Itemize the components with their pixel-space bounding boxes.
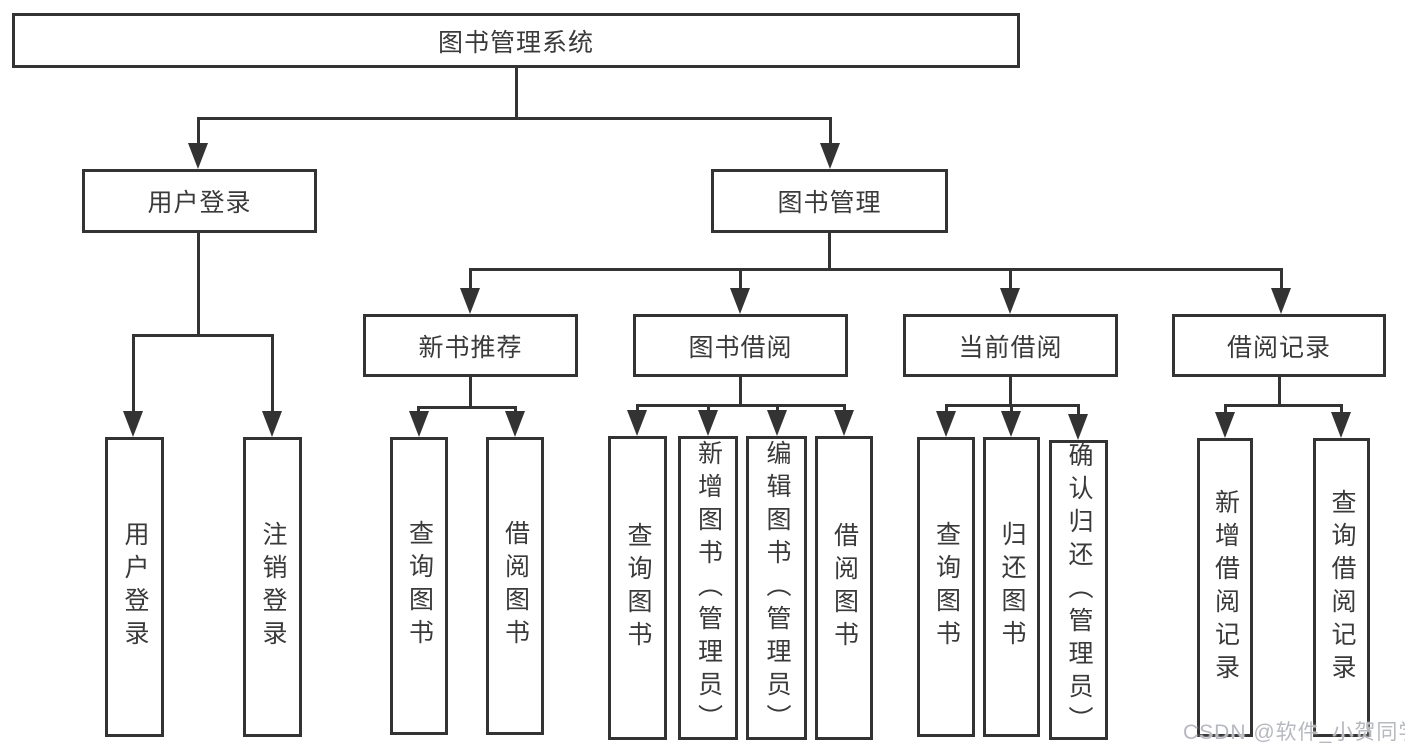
arrow-down-icon xyxy=(820,143,840,169)
connector-line xyxy=(271,334,274,414)
leaf-query-books-recommend: 查询图书 xyxy=(390,437,448,735)
leaf-borrow-books-recommend: 借阅图书 xyxy=(486,437,544,735)
node-label: 图书管理 xyxy=(777,189,882,217)
node-label: 用户登录 xyxy=(121,521,149,653)
arrow-down-icon xyxy=(460,288,480,314)
node-label: 当前借阅 xyxy=(958,333,1063,362)
node-label: 注销登录 xyxy=(259,521,287,653)
arrow-down-icon xyxy=(1215,412,1235,438)
node-label: 查询图书 xyxy=(932,521,961,653)
connector-line xyxy=(945,404,948,414)
node-label: 用户登录 xyxy=(147,189,252,217)
connector-line xyxy=(776,404,779,413)
connector-line xyxy=(1278,377,1281,406)
connector-line xyxy=(707,404,710,413)
leaf-borrow-books: 借阅图书 xyxy=(815,436,873,740)
connector-line xyxy=(1280,268,1283,291)
arrow-down-icon xyxy=(1000,288,1020,314)
connector-line xyxy=(1009,377,1012,406)
connector-line xyxy=(1340,404,1343,415)
arrow-down-icon xyxy=(123,411,143,437)
connector-line xyxy=(1224,404,1343,407)
arrow-down-icon xyxy=(730,288,750,314)
leaf-add-borrow-record: 新增借阅记录 xyxy=(1197,438,1253,737)
connector-line xyxy=(636,404,639,413)
node-label: 图书管理系统 xyxy=(437,28,594,57)
connector-line xyxy=(739,377,742,406)
leaf-edit-book-admin: 编辑图书（管理员） xyxy=(746,436,807,740)
arrow-down-icon xyxy=(1068,414,1088,440)
connector-line xyxy=(132,334,274,337)
arrow-down-icon xyxy=(505,411,525,437)
node-new-book-recommend: 新书推荐 xyxy=(363,314,578,377)
connector-line xyxy=(829,117,832,147)
connector-line xyxy=(739,268,742,291)
arrow-down-icon xyxy=(1001,411,1021,437)
node-label: 借阅图书 xyxy=(501,520,530,652)
leaf-query-borrow-record: 查询借阅记录 xyxy=(1313,438,1370,737)
connector-line xyxy=(828,233,831,270)
csdn-watermark: CSDN @软件_小贺同学 xyxy=(1183,721,1405,744)
connector-line xyxy=(636,404,846,407)
connector-line xyxy=(469,268,1283,271)
connector-line xyxy=(1224,404,1227,415)
arrow-down-icon xyxy=(767,410,787,436)
node-book-borrow: 图书借阅 xyxy=(633,314,848,377)
node-user-login: 用户登录 xyxy=(82,169,317,233)
node-label: 查询借阅记录 xyxy=(1328,488,1356,687)
connector-line xyxy=(469,268,472,291)
node-label: 归还图书 xyxy=(998,521,1026,653)
arrow-down-icon xyxy=(698,410,718,436)
connector-line xyxy=(1077,404,1080,416)
connector-line xyxy=(132,334,135,414)
arrow-down-icon xyxy=(936,411,956,437)
leaf-query-books-current: 查询图书 xyxy=(917,437,975,737)
connector-line xyxy=(1010,404,1013,414)
connector-line xyxy=(469,377,472,408)
node-label: 借阅记录 xyxy=(1226,333,1331,362)
connector-line xyxy=(514,406,517,414)
arrow-down-icon xyxy=(1271,288,1291,314)
node-label: 新书推荐 xyxy=(418,333,523,362)
node-label: 查询图书 xyxy=(405,520,434,652)
leaf-query-books-borrow: 查询图书 xyxy=(608,436,667,740)
node-current-borrow: 当前借阅 xyxy=(903,314,1118,377)
connector-line xyxy=(843,404,846,413)
node-label: 确认归还（管理员） xyxy=(1065,441,1093,739)
node-label: 新增借阅记录 xyxy=(1211,488,1240,687)
node-label: 编辑图书（管理员） xyxy=(763,439,791,737)
connector-line xyxy=(197,117,832,120)
connector-line xyxy=(417,406,420,414)
leaf-add-book-admin: 新增图书（管理员） xyxy=(678,436,738,740)
leaf-logout: 注销登录 xyxy=(243,437,302,737)
node-label: 借阅图书 xyxy=(830,522,859,654)
leaf-confirm-return-admin: 确认归还（管理员） xyxy=(1049,440,1108,740)
leaf-user-login: 用户登录 xyxy=(105,437,164,737)
arrow-down-icon xyxy=(188,143,208,169)
connector-line xyxy=(197,117,200,147)
node-label: 查询图书 xyxy=(624,522,652,654)
connector-line xyxy=(417,406,517,409)
arrow-down-icon xyxy=(1331,412,1351,438)
arrow-down-icon xyxy=(409,411,429,437)
node-borrow-records: 借阅记录 xyxy=(1172,314,1386,377)
arrow-down-icon xyxy=(627,410,647,436)
node-root-library-system: 图书管理系统 xyxy=(12,13,1020,68)
connector-line xyxy=(515,68,518,118)
node-book-management: 图书管理 xyxy=(711,169,948,233)
node-label: 新增图书（管理员） xyxy=(694,439,723,737)
leaf-return-books: 归还图书 xyxy=(983,437,1040,737)
arrow-down-icon xyxy=(262,411,282,437)
connector-line xyxy=(1009,268,1012,291)
connector-line xyxy=(197,233,200,336)
arrow-down-icon xyxy=(834,410,854,436)
node-label: 图书借阅 xyxy=(688,333,793,362)
